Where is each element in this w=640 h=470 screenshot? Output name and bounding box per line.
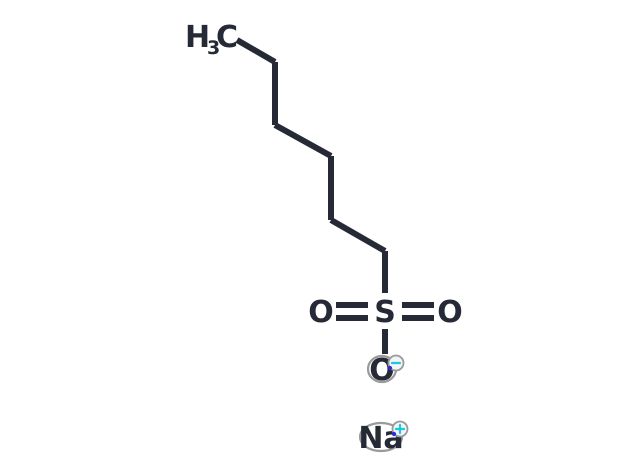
bond-c5-c6 [329, 217, 387, 254]
label-sulfur: S [374, 295, 396, 330]
positive-charge-dot [391, 431, 397, 437]
label-sodium-cation-group: Na [358, 420, 409, 456]
oxygen-right-symbol: O [437, 295, 463, 330]
sulfonate-bonds [336, 302, 434, 354]
sodium-charge-badge [391, 420, 409, 438]
oxygen-left-symbol: O [308, 295, 334, 330]
bond-c1-c2 [235, 37, 277, 65]
methyl-hydrogen-symbol: H [185, 20, 210, 55]
label-oxygen-left: O [308, 295, 334, 330]
methyl-carbon-symbol: C [216, 20, 238, 55]
negative-charge-dot [387, 365, 393, 371]
label-oxygen-anion-group: O [366, 353, 405, 388]
carbon-chain-bonds [235, 37, 388, 293]
label-methyl: H 3 C [185, 20, 238, 59]
oxygen-anion-charge-badge [387, 354, 405, 372]
sulfur-symbol: S [374, 295, 396, 330]
methyl-hydrogen-count: 3 [207, 37, 220, 59]
label-oxygen-right: O [437, 295, 463, 330]
bond-c3-c4 [273, 122, 333, 159]
